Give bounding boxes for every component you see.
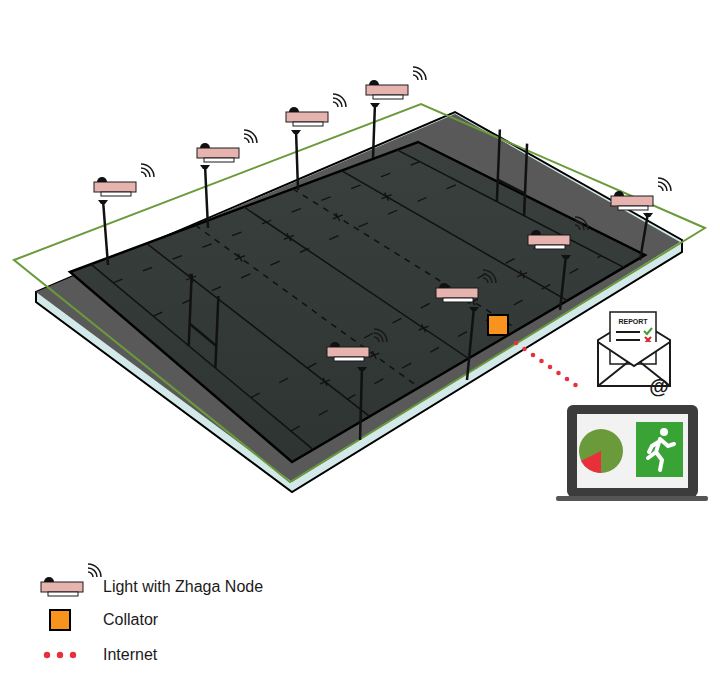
legend-text: Light with Zhaga Node: [103, 577, 263, 596]
report-title: REPORT: [618, 318, 647, 325]
light-with-node: [611, 178, 671, 260]
light-with-node: [327, 329, 387, 440]
pitch-line: [91, 264, 313, 449]
pitch-mark: [320, 378, 330, 386]
light-with-node: [528, 217, 588, 310]
light-node-sample: [41, 564, 101, 596]
pitch-markings: [91, 130, 624, 450]
exit-icon: [648, 428, 674, 470]
legend-text: Internet: [103, 645, 157, 664]
laptop: [556, 405, 708, 501]
field-lights: [94, 67, 671, 440]
pitch-mark: [284, 233, 294, 241]
legend-swatch: [49, 609, 71, 631]
goal-posts: [189, 274, 219, 368]
pitch-dash: [113, 162, 420, 283]
internet-sample: [44, 652, 76, 658]
email-symbol: @: [649, 376, 669, 396]
pitch-mark: [235, 254, 245, 262]
pitch-mark: [419, 324, 429, 332]
internet-link: [514, 341, 578, 388]
light-with-node: [94, 164, 154, 265]
pitch-line: [397, 150, 624, 268]
pitch-line: [293, 189, 518, 330]
pitch-mark: [517, 271, 527, 279]
legend-samples: [41, 564, 101, 658]
pitch-dash: [251, 234, 560, 397]
collator-box: [488, 315, 508, 335]
pitch-dash: [153, 183, 460, 316]
field-base: [14, 104, 705, 492]
pitch-mark: [369, 351, 379, 359]
report-envelope: [598, 312, 670, 386]
goal-posts: [497, 130, 527, 216]
light-with-node: [286, 94, 346, 190]
legend-text: Collator: [103, 610, 158, 629]
pitch-mark: [333, 213, 343, 221]
pitch-line: [244, 207, 469, 359]
light-with-node: [366, 67, 426, 158]
pitch-dash: [291, 256, 601, 431]
light-with-node: [197, 130, 257, 228]
pitch-mark: [382, 193, 392, 201]
